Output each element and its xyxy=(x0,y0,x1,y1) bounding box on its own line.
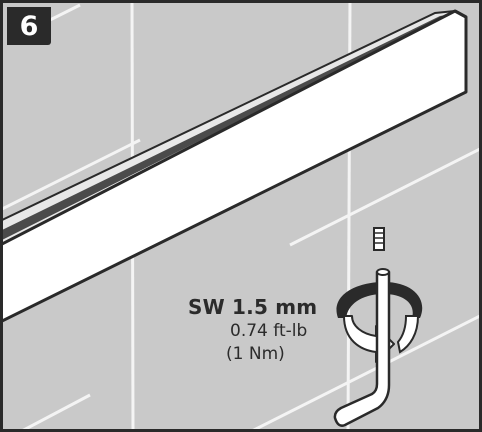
towel-rail xyxy=(0,9,468,324)
step-number-badge: 6 xyxy=(7,7,51,45)
set-screw-icon xyxy=(373,227,385,251)
torque-imperial-label: 0.74 ft-lb xyxy=(230,321,308,341)
wrench-size-label: SW 1.5 mm xyxy=(188,295,318,319)
torque-metric-label: (1 Nm) xyxy=(226,344,285,364)
allen-key-icon xyxy=(333,268,391,427)
